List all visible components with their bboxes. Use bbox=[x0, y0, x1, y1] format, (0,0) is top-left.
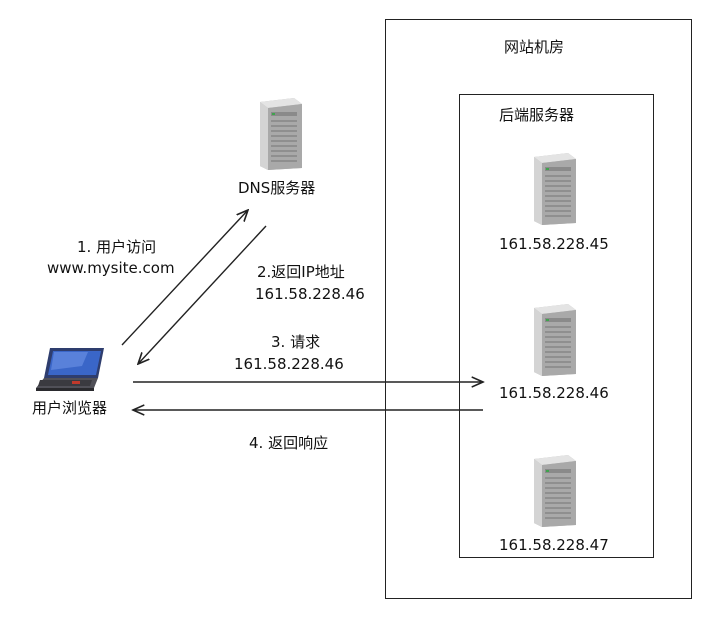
backend-box bbox=[459, 94, 654, 558]
arrow-step2 bbox=[138, 225, 267, 364]
server-icon-1 bbox=[528, 151, 580, 227]
step3-detail: 161.58.228.46 bbox=[234, 355, 344, 373]
server-ip-3: 161.58.228.47 bbox=[499, 536, 609, 554]
step2-title: 2.返回IP地址 bbox=[257, 263, 345, 281]
step4-title: 4. 返回响应 bbox=[249, 434, 329, 452]
step3-title: 3. 请求 bbox=[271, 333, 321, 351]
step1-title: 1. 用户访问 bbox=[77, 238, 157, 256]
user-browser-label: 用户浏览器 bbox=[32, 399, 108, 417]
datacenter-box bbox=[385, 19, 692, 599]
server-icon-3 bbox=[528, 453, 580, 529]
laptop-icon bbox=[32, 346, 108, 394]
server-ip-1: 161.58.228.45 bbox=[499, 235, 609, 253]
dns-server-label: DNS服务器 bbox=[238, 179, 316, 197]
datacenter-title: 网站机房 bbox=[504, 38, 565, 56]
server-ip-2: 161.58.228.46 bbox=[499, 384, 609, 402]
step1-detail: www.mysite.com bbox=[47, 259, 175, 277]
dns-server-icon bbox=[254, 96, 306, 172]
step2-detail: 161.58.228.46 bbox=[255, 285, 365, 303]
server-icon-2 bbox=[528, 302, 580, 378]
backend-title: 后端服务器 bbox=[499, 106, 575, 124]
arrow-step1 bbox=[121, 210, 248, 346]
